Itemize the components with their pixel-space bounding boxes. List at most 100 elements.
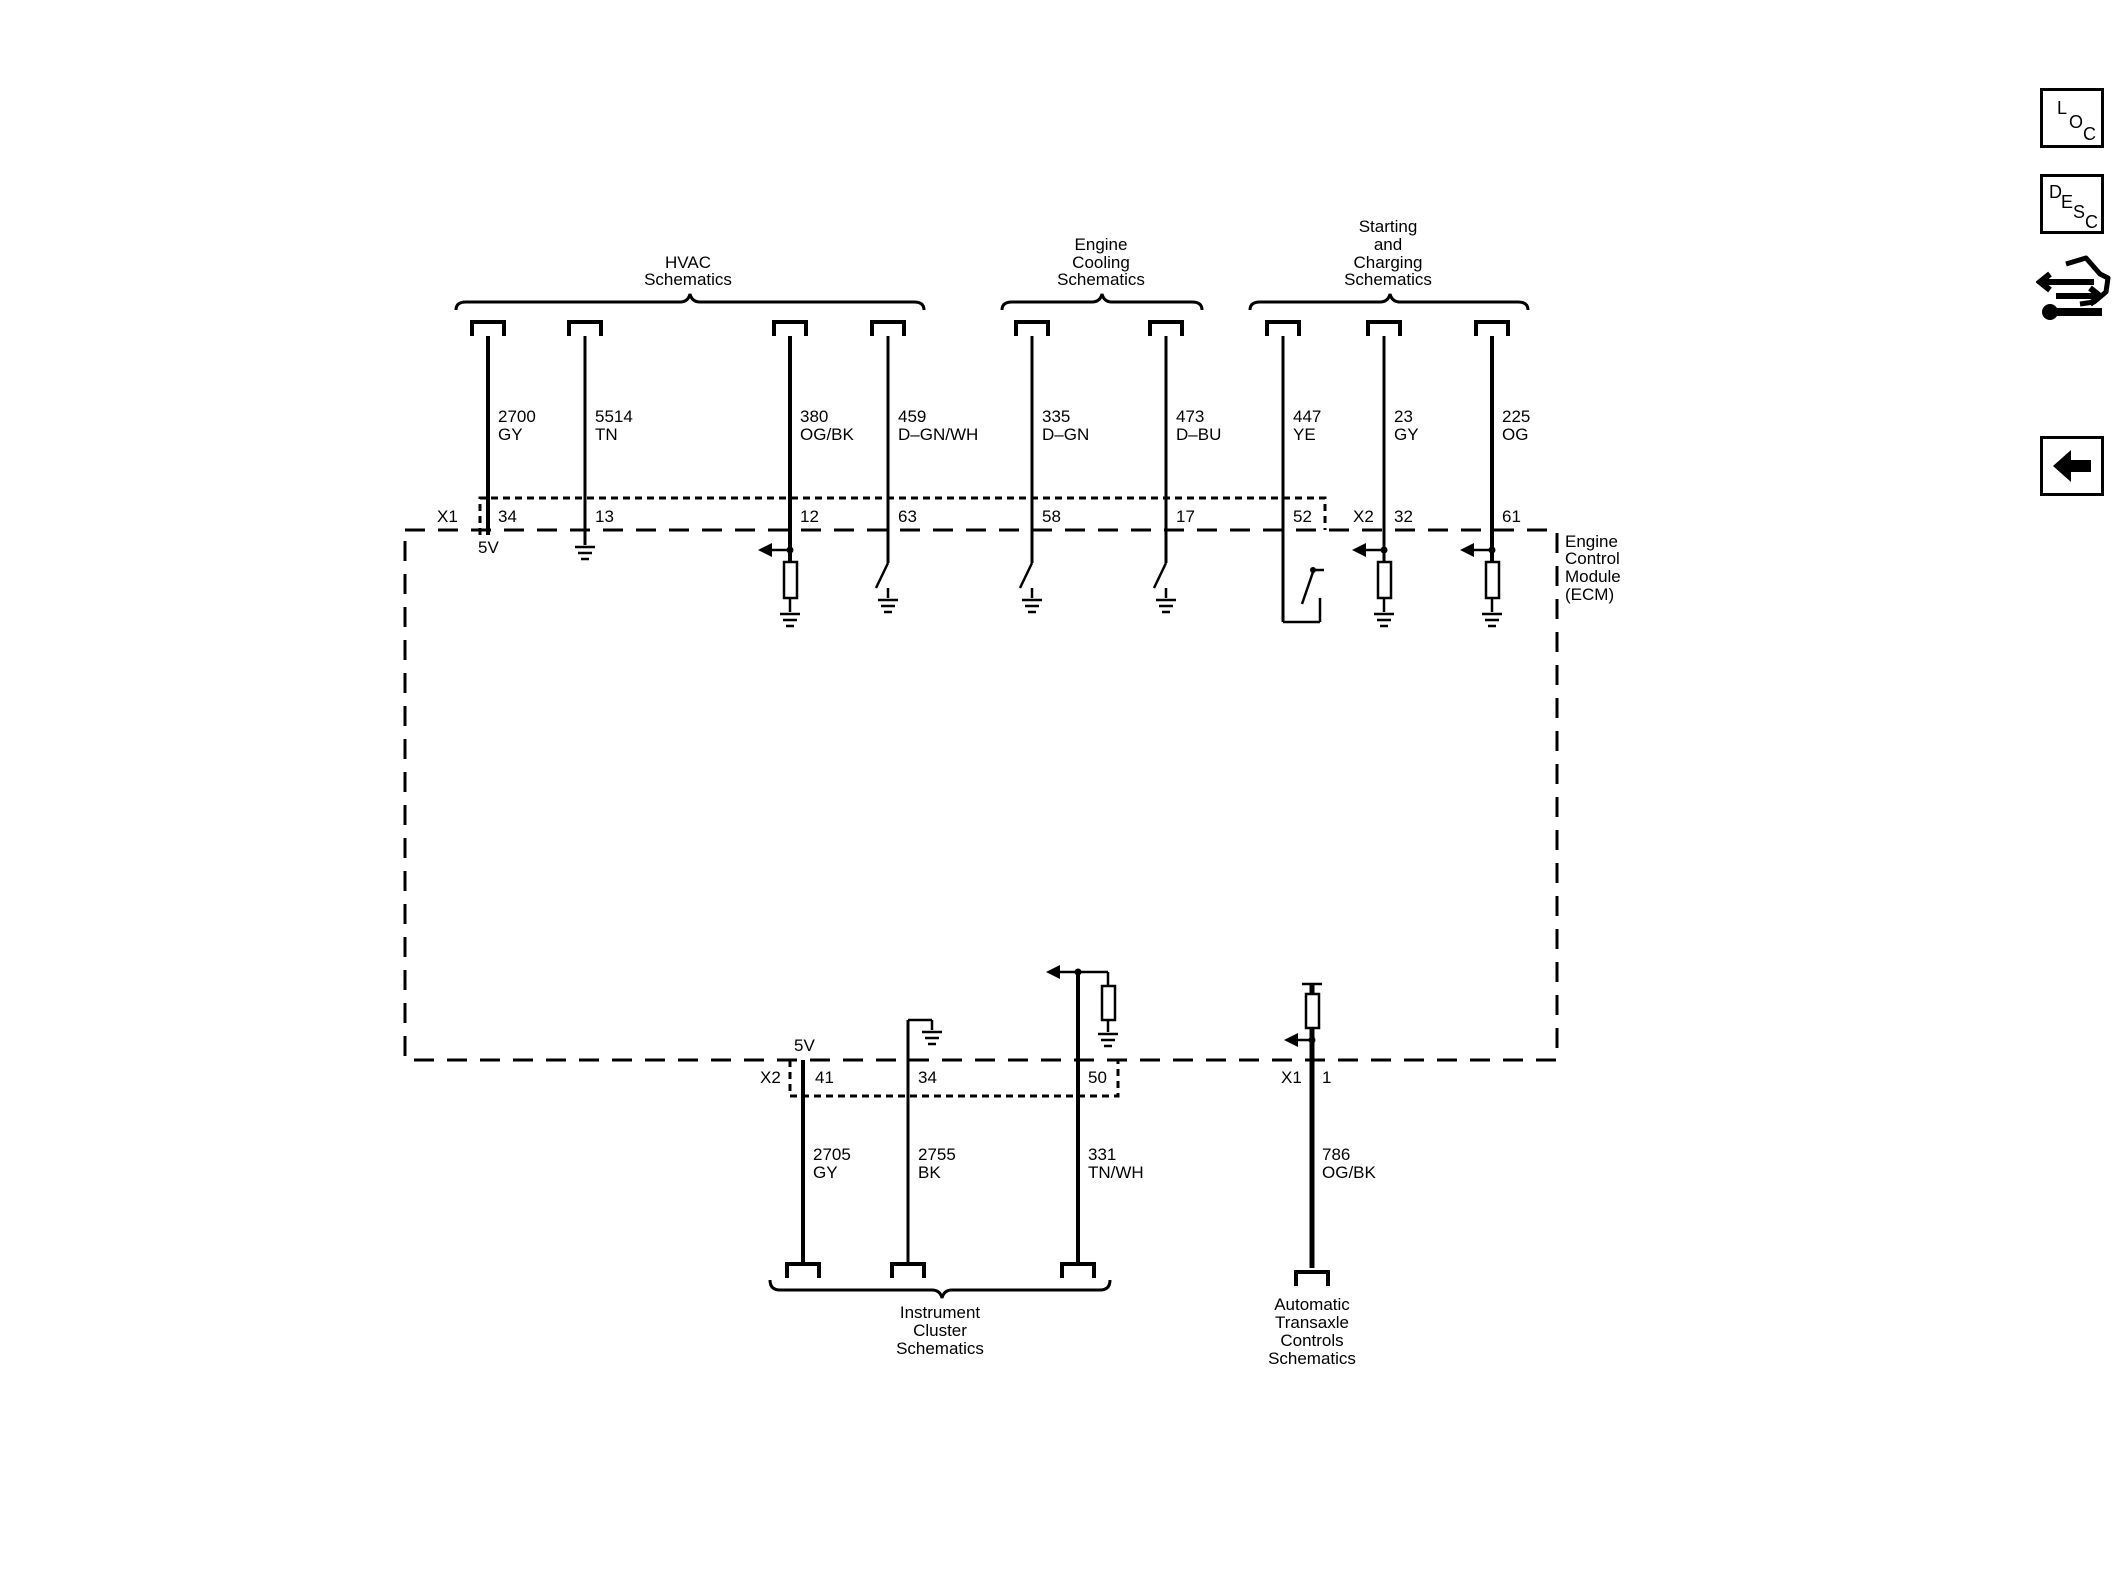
desc-button[interactable]: D E S C (2040, 174, 2104, 234)
cluster-label-3: Schematics (896, 1339, 984, 1358)
wire-circuit-2700: 2700 (498, 407, 536, 426)
wire-circuit-5514: 5514 (595, 407, 633, 426)
wire-circuit-473: 473 (1176, 407, 1204, 426)
wire-459 (870, 320, 906, 614)
back-arrow-icon (2053, 450, 2091, 482)
wire-5514 (567, 320, 603, 561)
wire-473 (1148, 320, 1184, 614)
back-button[interactable] (2040, 436, 2104, 496)
wire-2705 (785, 1060, 821, 1278)
starting-label-4: Schematics (1344, 270, 1432, 289)
wire-225 (1460, 320, 1510, 628)
bottom-wire-labels: 41 2705 GY 34 2755 BK 50 331 TN/WH 1 786… (813, 1068, 1377, 1182)
wire-color-335: D–GN (1042, 425, 1089, 444)
wire-335 (1014, 320, 1050, 614)
starting-label-2: and (1374, 235, 1402, 254)
hvac-label-1: HVAC (665, 253, 711, 272)
connector-x1-top: X1 (437, 507, 458, 526)
cluster-label-2: Cluster (913, 1321, 967, 1340)
top-wire-labels: 2700 GY 34 5514 TN 13 380 OG/BK 12 459 D… (498, 407, 1530, 526)
ecm-label-1: Engine (1565, 532, 1618, 551)
pin-12: 12 (800, 507, 819, 526)
loc-letter-l: L (2057, 98, 2068, 118)
wire-circuit-380: 380 (800, 407, 828, 426)
ecm-label-4: (ECM) (1565, 585, 1614, 604)
transaxle-label-1: Automatic (1274, 1295, 1350, 1314)
wire-circuit-786: 786 (1322, 1145, 1350, 1164)
wire-color-2755: BK (918, 1163, 941, 1182)
group-hvac: HVAC Schematics (454, 253, 926, 311)
wire-331 (1046, 965, 1120, 1278)
wire-color-5514: TN (595, 425, 618, 444)
hvac-label-2: Schematics (644, 270, 732, 289)
cooling-label-1: Engine (1075, 235, 1128, 254)
service-tools-button[interactable] (2035, 252, 2112, 336)
cluster-label-1: Instrument (900, 1303, 981, 1322)
wire-color-2705: GY (813, 1163, 838, 1182)
pin-34-top: 34 (498, 507, 517, 526)
loc-letter-c: C (2083, 124, 2096, 144)
desc-letter-s: S (2073, 202, 2086, 222)
wire-circuit-2705: 2705 (813, 1145, 851, 1164)
wire-circuit-335: 335 (1042, 407, 1070, 426)
pin-50: 50 (1088, 1068, 1107, 1087)
ecm-label-2: Control (1565, 549, 1620, 568)
wire-color-2700: GY (498, 425, 523, 444)
wire-color-459: D–GN/WH (898, 425, 978, 444)
pin-52: 52 (1293, 507, 1312, 526)
connector-x1-bottom: X1 (1281, 1068, 1302, 1087)
loc-button[interactable]: L O C (2040, 88, 2104, 148)
pin-1: 1 (1322, 1068, 1331, 1087)
transaxle-label-2: Transaxle (1275, 1313, 1349, 1332)
wire-380 (758, 320, 808, 628)
wire-786 (1284, 982, 1330, 1286)
transaxle-label-3: Controls (1280, 1331, 1343, 1350)
starting-label-1: Starting (1359, 217, 1418, 236)
wire-color-447: YE (1293, 425, 1316, 444)
group-instrument-cluster: Instrument Cluster Schematics (768, 1279, 1112, 1358)
voltage-5v-top: 5V (478, 538, 499, 557)
pin-32: 32 (1394, 507, 1413, 526)
pin-58: 58 (1042, 507, 1061, 526)
voltage-5v-bottom: 5V (794, 1036, 815, 1055)
connector-x2-top: X2 (1353, 507, 1374, 526)
pin-17: 17 (1176, 507, 1195, 526)
wire-circuit-459: 459 (898, 407, 926, 426)
ecm-module-outline (403, 528, 1559, 1062)
top-connector-frame (478, 496, 1327, 535)
wire-circuit-331: 331 (1088, 1145, 1116, 1164)
group-starting-charging: Starting and Charging Schematics (1248, 217, 1530, 311)
desc-letter-d: D (2049, 182, 2062, 202)
loc-letter-o: O (2069, 112, 2084, 132)
wire-circuit-447: 447 (1293, 407, 1321, 426)
wire-color-23: GY (1394, 425, 1419, 444)
pin-61: 61 (1502, 507, 1521, 526)
wire-2700 (470, 320, 506, 535)
connector-x2-bottom: X2 (760, 1068, 781, 1087)
pin-13: 13 (595, 507, 614, 526)
ecm-label-3: Module (1565, 567, 1621, 586)
tools-icon (2035, 255, 2111, 320)
wire-circuit-23: 23 (1394, 407, 1413, 426)
bottom-connector-frame (788, 1060, 1120, 1098)
wire-color-331: TN/WH (1088, 1163, 1144, 1182)
wire-color-473: D–BU (1176, 425, 1221, 444)
desc-letter-e: E (2061, 192, 2074, 212)
wire-color-225: OG (1502, 425, 1528, 444)
pin-41: 41 (815, 1068, 834, 1087)
starting-label-3: Charging (1354, 253, 1423, 272)
pin-63: 63 (898, 507, 917, 526)
group-transaxle: Automatic Transaxle Controls Schematics (1268, 1295, 1356, 1368)
wire-circuit-225: 225 (1502, 407, 1530, 426)
transaxle-label-4: Schematics (1268, 1349, 1356, 1368)
cooling-label-3: Schematics (1057, 270, 1145, 289)
wire-color-380: OG/BK (800, 425, 855, 444)
cooling-label-2: Cooling (1072, 253, 1130, 272)
wire-23 (1352, 320, 1402, 628)
desc-letter-c2: C (2085, 212, 2098, 232)
wire-circuit-2755: 2755 (918, 1145, 956, 1164)
pin-34-bottom: 34 (918, 1068, 937, 1087)
wire-447 (1265, 320, 1324, 624)
wire-2755 (890, 1018, 944, 1278)
